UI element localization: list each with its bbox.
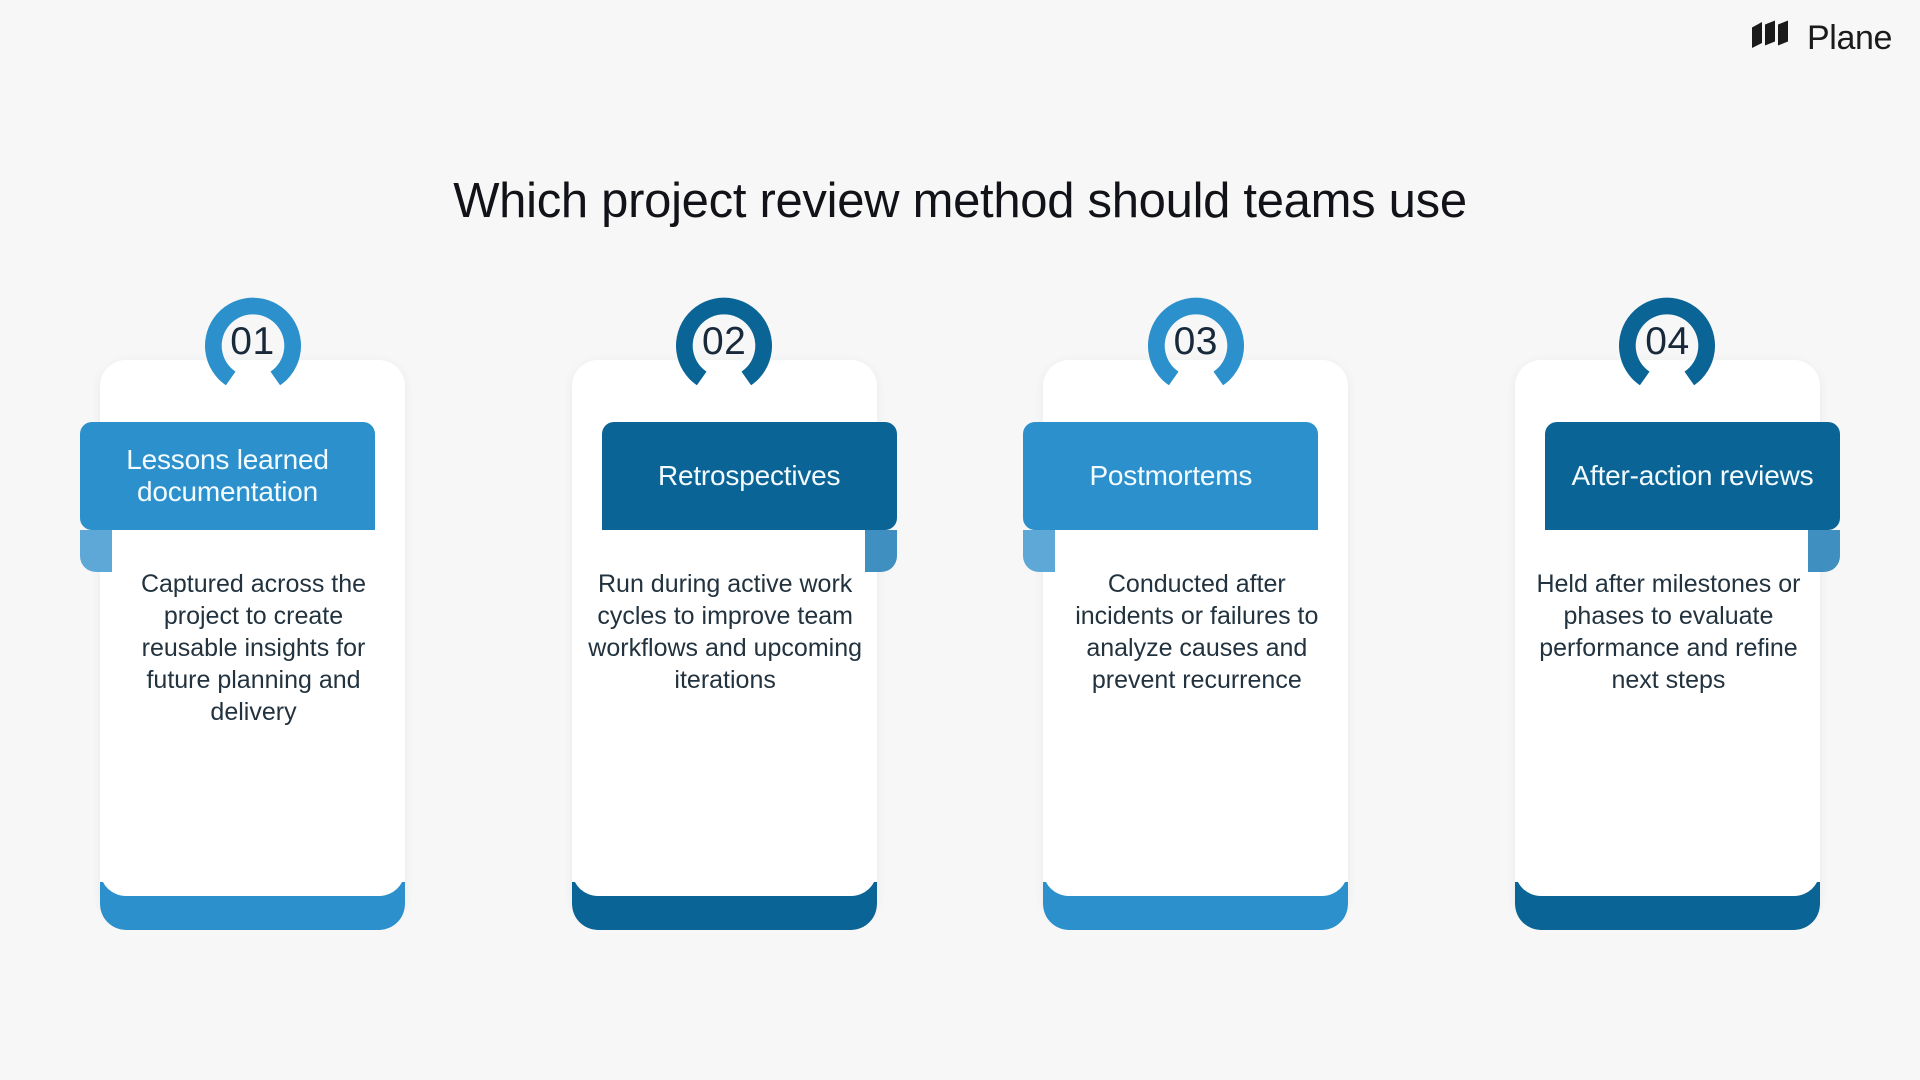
step-number-badge: 02 (664, 282, 784, 402)
banner-fold-tab (80, 530, 112, 572)
card-title: Postmortems (1089, 460, 1253, 492)
step-number-badge: 03 (1136, 282, 1256, 402)
card-banner: After-action reviews (1544, 422, 1840, 530)
step-number-badge: 01 (193, 282, 313, 402)
step-number: 02 (701, 320, 747, 363)
card-bottom-strip (1514, 882, 1820, 930)
method-card-2[interactable]: Retrospectives Run during active work cy… (552, 297, 897, 930)
card-title: Retrospectives (657, 460, 841, 492)
card-bottom-strip (1043, 882, 1349, 930)
method-card-4[interactable]: After-action reviews Held after mileston… (1495, 297, 1840, 930)
step-number: 03 (1173, 320, 1218, 363)
step-number: 01 (230, 320, 275, 363)
brand-logo: Plane (1751, 20, 1892, 55)
plane-logo-icon (1751, 20, 1795, 55)
method-card-3[interactable]: Postmortems Conducted after incidents or… (1023, 297, 1368, 930)
step-number-badge: 04 (1607, 282, 1727, 402)
card-description: Run during active work cycles to improve… (588, 570, 863, 694)
card-description: Conducted after incidents or failures to… (1075, 570, 1319, 694)
step-number: 04 (1645, 320, 1690, 363)
card-description: Held after milestones or phases to evalu… (1536, 570, 1801, 694)
card-title: After-action reviews (1571, 460, 1814, 492)
card-bottom-strip (571, 882, 877, 930)
banner-fold-tab (864, 530, 897, 572)
page-title: Which project review method should teams… (453, 173, 1467, 228)
card-title: Lessons learned documentation (126, 444, 329, 507)
card-banner: Postmortems (1023, 422, 1319, 530)
card-description: Captured across the project to create re… (140, 570, 367, 726)
banner-fold-tab (1023, 530, 1056, 572)
cards-row: Lessons learned documentation Captured a… (80, 297, 1840, 930)
card-bottom-strip (100, 882, 405, 930)
card-banner: Lessons learned documentation (80, 422, 375, 530)
card-banner: Retrospectives (601, 422, 897, 530)
method-card-1[interactable]: Lessons learned documentation Captured a… (80, 297, 425, 930)
banner-fold-tab (1807, 530, 1840, 572)
brand-name: Plane (1807, 18, 1892, 57)
